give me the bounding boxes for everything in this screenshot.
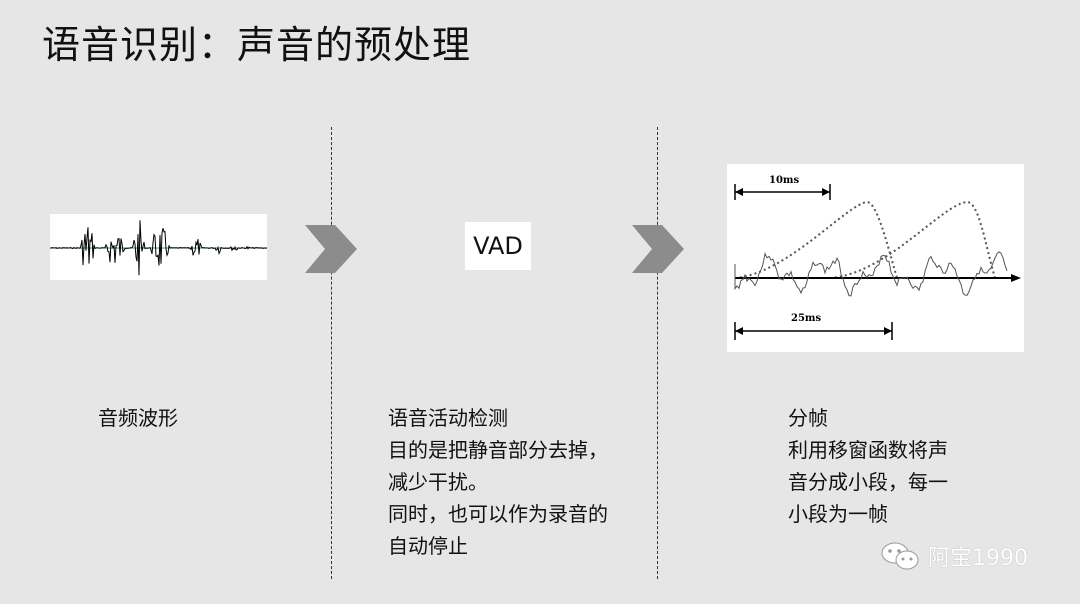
caption-line: 利用移窗函数将声 <box>788 438 948 462</box>
waveform-graphic <box>49 220 268 276</box>
watermark-text: 阿宝1990 <box>928 546 1028 571</box>
caption-line: 同时，也可以作为录音的 <box>388 502 608 526</box>
caption-vad: 语音活动检测 目的是把静音部分去掉， 减少干扰。 同时，也可以作为录音的 自动停… <box>388 402 608 562</box>
audio-waveform-image <box>49 214 268 280</box>
vad-label: VAD <box>473 232 523 260</box>
caption-framing: 分帧 利用移窗函数将声 音分成小段，每一 小段为一帧 <box>788 402 948 530</box>
framing-graphic: 10ms 25ms <box>734 175 1021 340</box>
vad-label-box: VAD <box>465 222 531 270</box>
label-10ms: 10ms <box>769 175 799 186</box>
divider-right <box>657 127 658 579</box>
divider-left <box>331 127 332 579</box>
caption-line: 减少干扰。 <box>388 470 488 494</box>
caption-line: 语音活动检测 <box>388 406 508 430</box>
page-title: 语音识别：声音的预处理 <box>42 23 472 67</box>
caption-line: 音分成小段，每一 <box>788 470 948 494</box>
caption-line: 音频波形 <box>98 406 178 430</box>
label-25ms: 25ms <box>791 313 821 324</box>
wechat-icon <box>881 542 919 570</box>
caption-line: 分帧 <box>788 406 828 430</box>
arrow-right-icon-2 <box>632 225 684 273</box>
caption-waveform: 音频波形 <box>98 402 178 434</box>
caption-line: 目的是把静音部分去掉， <box>388 438 608 462</box>
caption-line: 自动停止 <box>388 534 468 558</box>
caption-line: 小段为一帧 <box>788 502 888 526</box>
framing-diagram: 10ms 25ms <box>727 164 1024 352</box>
watermark: 阿宝1990 <box>880 540 1028 572</box>
arrow-right-icon <box>305 225 357 273</box>
